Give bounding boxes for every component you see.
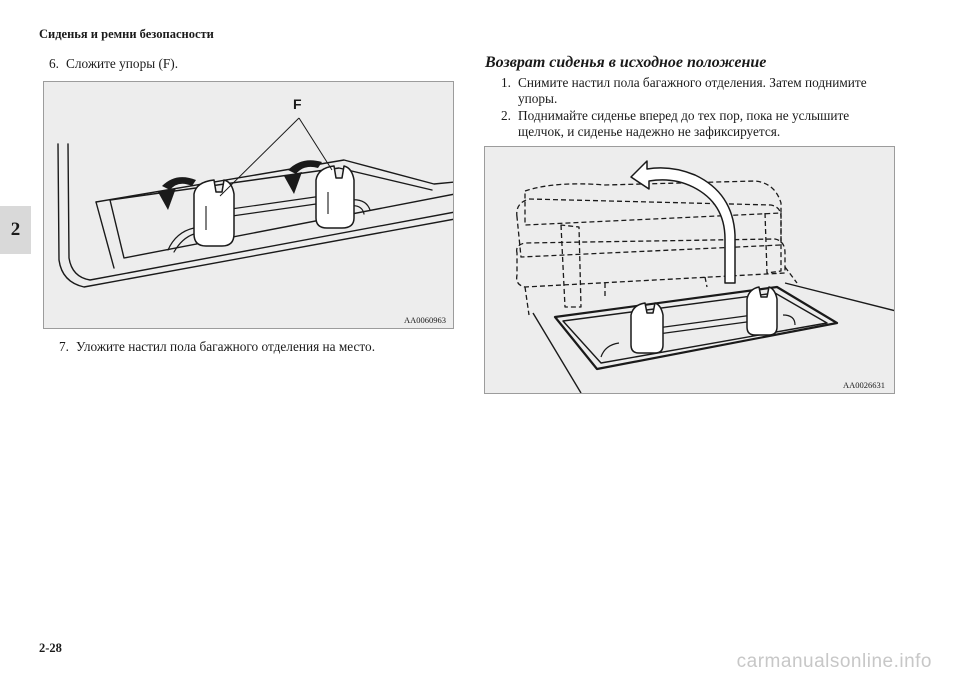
step-text: Сложите упоры (F). — [66, 56, 179, 71]
step-text-line2: упоры. — [518, 91, 558, 106]
step-text-line1: Снимите настил пола багажного отделения.… — [518, 75, 867, 90]
step-text-line1: Поднимайте сиденье вперед до тех пор, по… — [518, 108, 850, 123]
chapter-number: 2 — [10, 219, 21, 240]
step-number: 7. — [59, 339, 69, 354]
step-number: 2. — [501, 108, 511, 123]
step-1: 1. Снимите настил пола багажного отделен… — [501, 75, 921, 109]
step-number: 1. — [501, 75, 511, 90]
step-text: Уложите настил пола багажного отделения … — [76, 339, 376, 354]
callout-F: F — [293, 96, 302, 112]
step-number: 6. — [49, 56, 59, 71]
page-number: 2-28 — [39, 641, 62, 655]
section-title: Возврат сиденья в исходное положение — [485, 54, 767, 71]
chapter-tab: 2 — [0, 206, 31, 254]
figure-fold-supports: F AA0060963 — [43, 81, 454, 329]
figure-code: AA0060963 — [404, 315, 447, 325]
step-6: 6. Сложите упоры (F). — [49, 56, 449, 74]
figure-code: AA0026631 — [843, 380, 886, 390]
running-header: Сиденья и ремни безопасности — [39, 27, 214, 41]
illustration-luggage-floor-supports — [57, 117, 453, 288]
step-2: 2. Поднимайте сиденье вперед до тех пор,… — [501, 108, 921, 142]
watermark: carmanualsonline.info — [736, 651, 932, 672]
illustration-seat-return — [516, 160, 894, 393]
step-7: 7. Уложите настил пола багажного отделен… — [59, 339, 449, 357]
step-text-line2: щелчок, и сиденье надежно не зафиксирует… — [518, 124, 781, 139]
figure-return-seat: AA0026631 — [484, 146, 895, 394]
